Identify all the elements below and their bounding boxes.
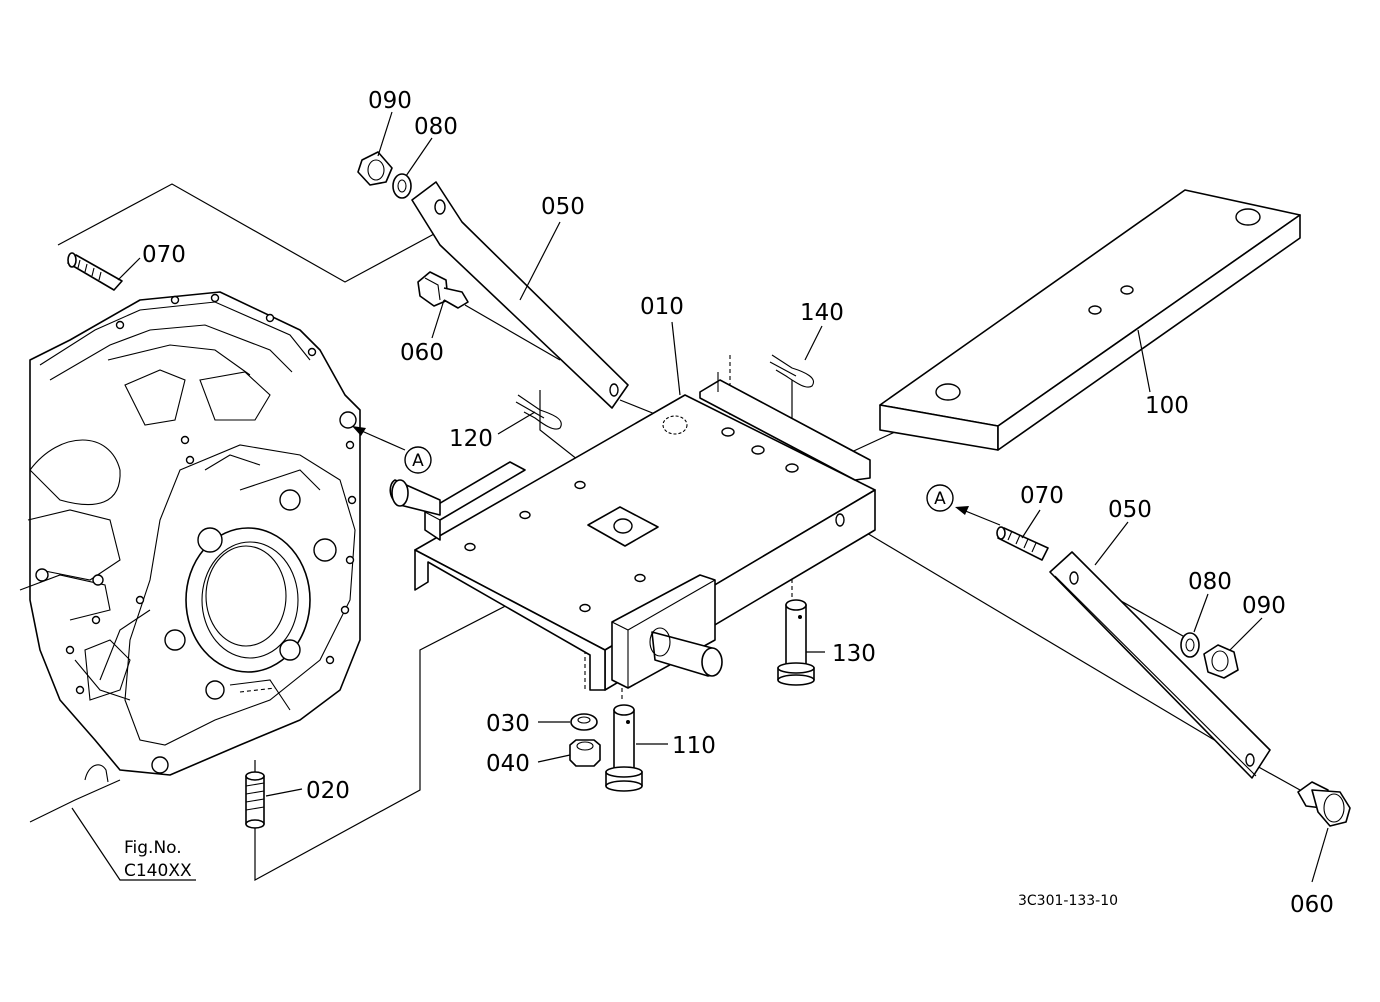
label-070-left: 070	[142, 242, 186, 268]
label-120: 120	[449, 426, 493, 452]
drawing-code: 3C301-133-10	[1018, 893, 1118, 909]
label-090-top: 090	[368, 88, 412, 114]
label-130: 130	[832, 641, 876, 667]
nut-090-top	[357, 151, 393, 186]
clip-120	[515, 394, 562, 430]
clip-140	[769, 354, 814, 388]
label-010: 010	[640, 294, 684, 320]
stud-070-left	[67, 252, 123, 291]
label-020: 020	[306, 778, 350, 804]
arm-050-top	[411, 181, 629, 409]
label-080-right: 080	[1188, 569, 1232, 595]
svg-text:A: A	[934, 489, 946, 509]
transmission-housing	[19, 291, 361, 823]
label-050-right: 050	[1108, 497, 1152, 523]
drawbar-frame-010	[389, 372, 876, 691]
label-030: 030	[486, 711, 530, 737]
stud-020	[245, 771, 265, 829]
washer-030	[570, 713, 598, 731]
washer-080-top	[392, 173, 412, 199]
callout-a-left: A	[404, 446, 432, 474]
label-060-right: 060	[1290, 892, 1334, 918]
nut-040	[569, 739, 601, 767]
callout-a-right: A	[926, 484, 954, 512]
drawbar-100	[879, 189, 1301, 451]
arm-050-right	[1049, 551, 1271, 779]
label-090-right: 090	[1242, 593, 1286, 619]
label-080-top: 080	[414, 114, 458, 140]
label-040: 040	[486, 751, 530, 777]
svg-text:C140XX: C140XX	[124, 861, 192, 881]
pin-110	[605, 704, 643, 792]
label-140: 140	[800, 300, 844, 326]
washer-080-right	[1180, 632, 1200, 658]
part-labels: 090 080 050 070 060 010 140 120 100 070 …	[142, 88, 1334, 918]
svg-text:Fig.No.: Fig.No.	[124, 838, 182, 858]
label-100: 100	[1145, 393, 1189, 419]
bolt-060-top	[417, 271, 469, 309]
fig-reference: Fig.No. C140XX	[124, 838, 192, 881]
label-060-top: 060	[400, 340, 444, 366]
label-070-right: 070	[1020, 483, 1064, 509]
label-110: 110	[672, 733, 716, 759]
stud-070-right	[996, 526, 1049, 561]
pin-130	[777, 599, 815, 686]
nut-090-right	[1203, 644, 1239, 679]
svg-text:A: A	[412, 451, 424, 471]
bolt-060-right	[1297, 781, 1351, 827]
label-leaders	[117, 111, 1329, 883]
label-050-top: 050	[541, 194, 585, 220]
